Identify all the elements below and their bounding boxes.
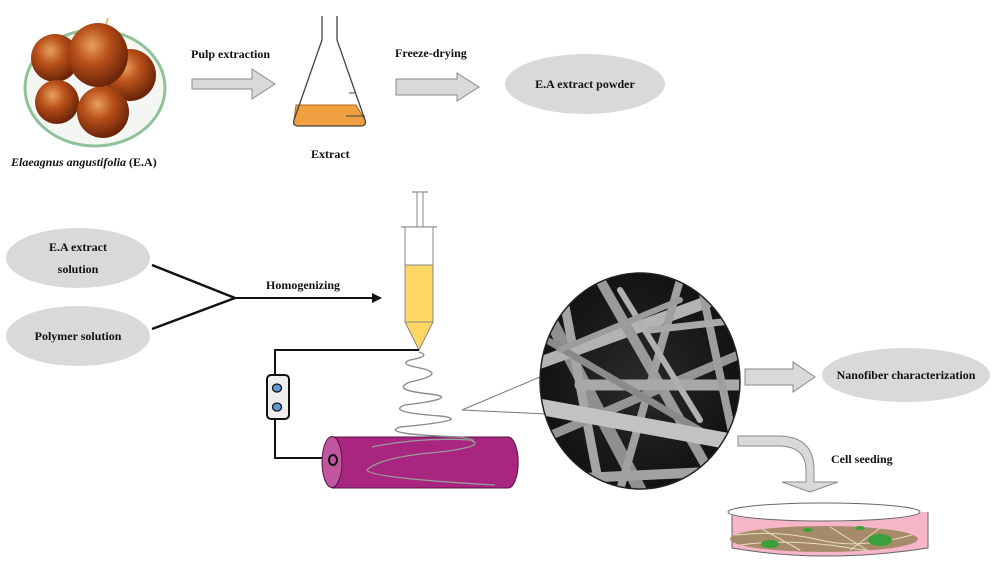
extract-solution-line2: solution	[57, 262, 99, 276]
cell-cluster	[761, 540, 779, 548]
polymer-solution-node	[6, 306, 150, 366]
arrow-cell-seeding	[737, 435, 839, 493]
fruit	[35, 80, 79, 124]
fiber-jet-spiral	[394, 351, 475, 443]
cell-seeding-label: Cell seeding	[831, 452, 893, 466]
extract-powder-label: E.A extract powder	[535, 77, 635, 91]
fruit	[77, 86, 129, 138]
fruit	[31, 34, 79, 82]
merge-connector	[151, 263, 382, 331]
petri-dish-icon	[727, 502, 929, 557]
syringe-icon	[401, 191, 437, 352]
extract-solution-node	[6, 228, 150, 288]
extract-solution-line1: E.A extract	[49, 240, 107, 254]
fruit	[68, 23, 128, 87]
characterization-label: Nanofiber characterization	[836, 368, 976, 382]
cell-cluster	[803, 528, 813, 532]
extract-label: Extract	[311, 147, 350, 161]
species-abbrev: (E.A)	[129, 155, 157, 169]
power-supply-icon	[266, 374, 290, 420]
extract-solution-label: E.A extract solution	[6, 236, 150, 280]
high-voltage-circuit	[266, 349, 419, 459]
polymer-solution-label: Polymer solution	[34, 329, 122, 343]
fruit-bowl-image	[23, 17, 167, 148]
species-name: Elaeagnus angustifolia	[11, 155, 127, 169]
freeze-drying-label: Freeze-drying	[395, 46, 467, 60]
extract-powder-node	[505, 54, 665, 114]
characterization-node	[822, 348, 990, 402]
arrow-freeze-drying	[395, 72, 480, 102]
fruit-label: Elaeagnus angustifolia (E.A)	[11, 155, 157, 170]
sem-nanofiber-image	[539, 272, 741, 490]
cell-cluster	[868, 534, 892, 546]
rotating-collector-icon	[321, 436, 519, 489]
arrow-characterization	[744, 361, 816, 393]
pulp-extraction-label: Pulp extraction	[191, 47, 270, 61]
homogenizing-label: Homogenizing	[266, 278, 340, 292]
arrow-pulp-extraction	[191, 68, 276, 100]
zoom-line	[461, 409, 548, 415]
flask-icon	[292, 16, 367, 127]
zoom-line	[461, 373, 548, 411]
cell-cluster	[855, 526, 865, 530]
